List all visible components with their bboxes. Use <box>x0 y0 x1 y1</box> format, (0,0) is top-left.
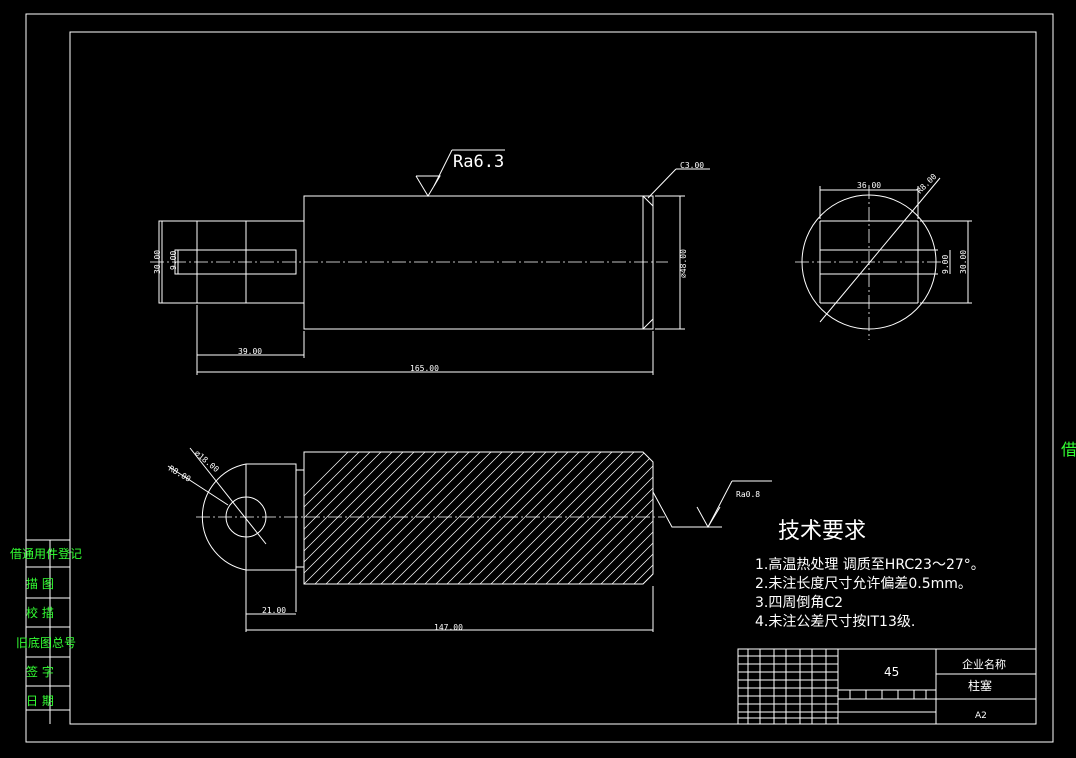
hatch-line <box>304 452 438 584</box>
dim-36: 36.00 <box>857 181 881 190</box>
hatch-line <box>518 452 653 584</box>
hatch-line <box>551 452 653 584</box>
title-sheet-size: A2 <box>975 711 987 721</box>
left-label-6: 日 期 <box>26 694 54 708</box>
hatch-line <box>397 452 559 584</box>
hatch-line <box>595 452 653 584</box>
hatch-line <box>304 452 449 584</box>
hatch-line <box>496 452 653 584</box>
dim-39: 39.00 <box>238 347 262 356</box>
hatch-line <box>309 452 471 584</box>
tech-item-4: 4.未注公差尺寸按IT13级. <box>755 614 915 630</box>
hatch-line <box>485 452 647 584</box>
dim-r8: R8.00 <box>167 464 193 484</box>
left-label-5: 签 字 <box>26 664 54 679</box>
left-label-4: 旧底图总号 <box>16 635 76 650</box>
hatch-line <box>441 452 603 584</box>
hatch-line <box>304 452 460 584</box>
hatch-line <box>540 452 653 584</box>
left-label-2: 描 图 <box>26 577 54 591</box>
hatch-line <box>364 452 526 584</box>
side-view <box>795 177 972 340</box>
hatch-line <box>474 452 636 584</box>
dim-147: 147.00 <box>434 623 463 632</box>
dim-9: 9.00 <box>169 251 178 270</box>
hatch-line <box>304 452 361 584</box>
tech-item-1: 1.高温热处理 调质至HRC23～27°。 <box>755 556 985 573</box>
hatch-line <box>375 452 537 584</box>
hatch-line <box>304 452 394 584</box>
dim-dia18: ⌀18.00 <box>193 449 221 475</box>
hatch-line <box>507 452 653 584</box>
dim-side9: 9.00 <box>941 255 950 274</box>
roughness-section: Ra0.8 <box>736 490 760 499</box>
roughness-top: Ra6.3 <box>453 152 504 172</box>
hatch-line <box>320 452 482 584</box>
hatch-line <box>617 452 653 584</box>
hatch-line <box>304 452 405 584</box>
left-margin-table <box>26 539 70 724</box>
title-company: 企业名称 <box>962 657 1006 671</box>
hatch-line <box>606 452 653 584</box>
dim-dia48: ⌀48.00 <box>679 249 688 278</box>
tech-item-2: 2.未注长度尺寸允许偏差0.5mm。 <box>755 576 972 592</box>
hatch-line <box>573 452 653 584</box>
dim-21: 21.00 <box>262 606 286 615</box>
dim-chamfer: C3.00 <box>680 161 704 170</box>
dim-165: 165.00 <box>410 364 439 373</box>
title-material: 45 <box>884 665 899 679</box>
hatch-line <box>408 452 570 584</box>
hatch-line <box>353 452 515 584</box>
hatch-line <box>584 452 653 584</box>
tech-item-3: 3.四周倒角C2 <box>755 595 843 611</box>
hatch-line <box>463 452 625 584</box>
right-edge-label: 借 <box>1061 440 1076 459</box>
left-label-1: 借通用件登记 <box>10 546 82 561</box>
section-view <box>167 447 772 632</box>
hatch-line <box>304 452 427 584</box>
dim-30: 30.00 <box>153 250 162 274</box>
title-block <box>737 648 1037 725</box>
left-label-3: 校 描 <box>26 605 54 620</box>
hatch-line <box>342 452 504 584</box>
hatch-line <box>304 452 383 584</box>
hatch-line <box>419 452 581 584</box>
outer-frame <box>25 13 1054 743</box>
hatch-line <box>430 452 592 584</box>
hatch-line <box>331 452 493 584</box>
title-part-name: 柱塞 <box>968 678 992 693</box>
front-view <box>150 149 710 375</box>
inner-frame <box>69 31 1037 725</box>
dim-side30: 30.00 <box>959 250 968 274</box>
tech-title: 技术要求 <box>778 519 866 544</box>
hatch-line <box>304 452 416 584</box>
hatch-line <box>304 452 372 584</box>
hatch-line <box>452 452 614 584</box>
hatch-line <box>529 452 653 584</box>
hatch-line <box>386 452 548 584</box>
hatch-line <box>562 452 653 584</box>
